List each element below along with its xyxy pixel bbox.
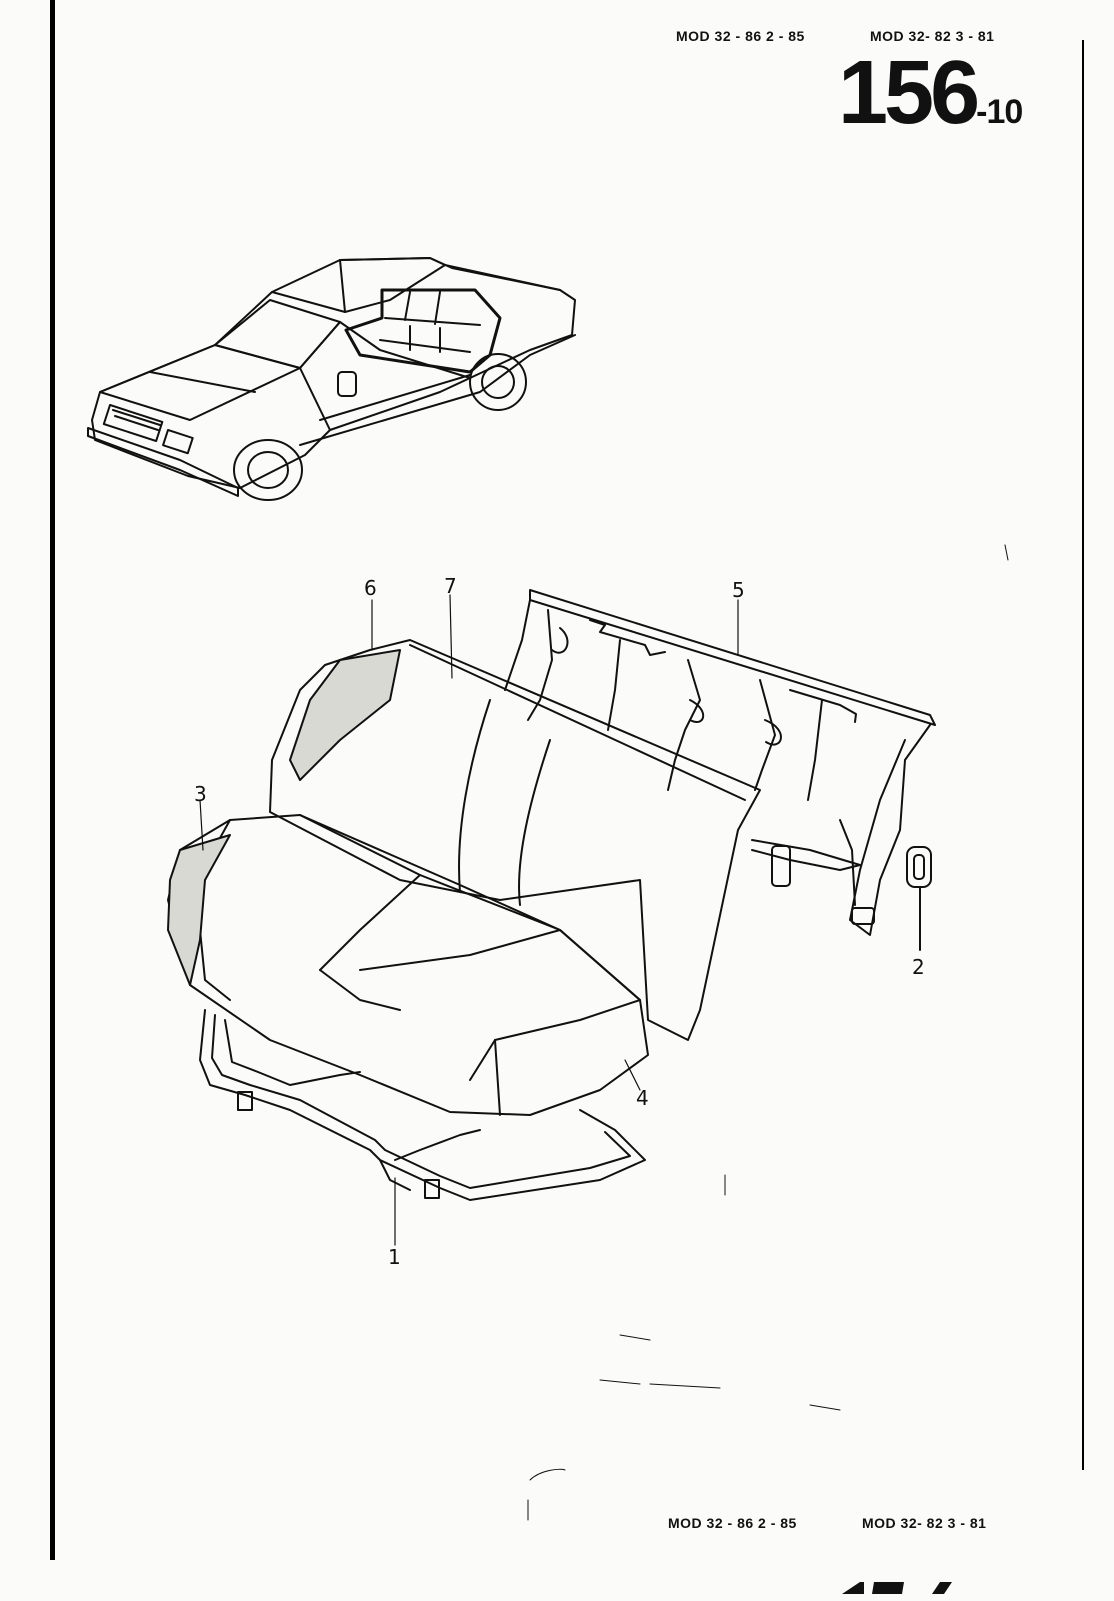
page-number-suffix: -10 xyxy=(976,93,1023,131)
callout-1: 1 xyxy=(388,1245,401,1269)
seat-cushion-illustration xyxy=(167,814,649,1116)
callout-4: 4 xyxy=(636,1086,649,1110)
callout-5: 5 xyxy=(732,578,745,602)
scan-specks xyxy=(527,544,1009,1521)
seat-frame-illustration xyxy=(199,1009,646,1201)
car-overview-illustration xyxy=(87,257,576,501)
left-binding-edge xyxy=(50,0,55,1560)
page-number: 156-10 xyxy=(838,48,1023,138)
backrest-illustration xyxy=(269,639,761,1041)
right-scan-edge xyxy=(1082,40,1084,1470)
clip-part-illustration xyxy=(906,846,932,951)
model-code-left: MOD 32 - 86 2 - 85 xyxy=(676,28,805,44)
callout-leader-lines xyxy=(199,594,739,1246)
page-number-main: 156 xyxy=(838,43,980,143)
callout-6: 6 xyxy=(364,576,377,600)
footer-model-code-right: MOD 32- 82 3 - 81 xyxy=(862,1515,987,1531)
callout-3: 3 xyxy=(194,782,207,806)
footer-model-code-left: MOD 32 - 86 2 - 85 xyxy=(668,1515,797,1531)
callout-2: 2 xyxy=(912,955,925,979)
footer-logo-fragment xyxy=(842,1580,952,1594)
backrest-frame-illustration xyxy=(504,589,936,936)
model-code-right: MOD 32- 82 3 - 81 xyxy=(870,28,995,44)
callout-7: 7 xyxy=(444,574,457,598)
